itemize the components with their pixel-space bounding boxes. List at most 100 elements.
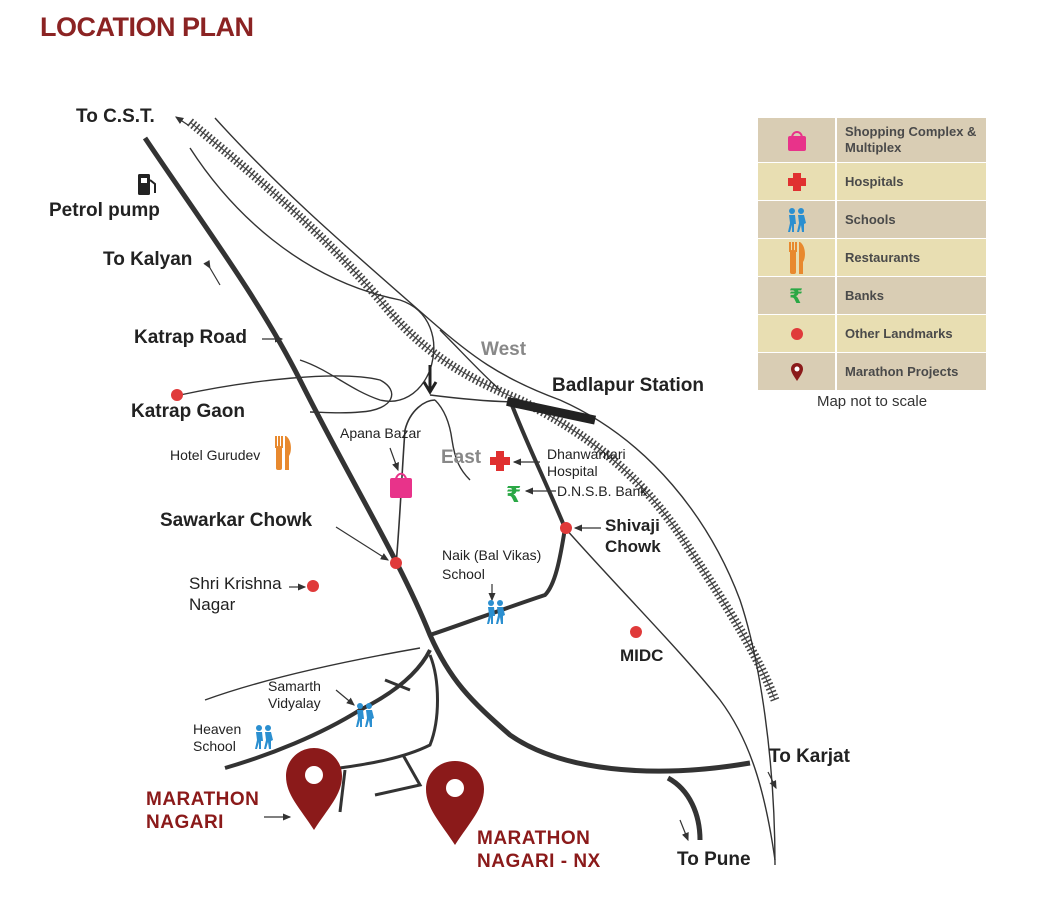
project-name-line1: MARATHON (477, 828, 591, 849)
hotel-gurudev-label: Hotel Gurudev (170, 447, 261, 463)
legend-label-projects: Marathon Projects (845, 363, 959, 379)
samarth-road (204, 647, 421, 701)
legend-label-landmarks: Other Landmarks (845, 325, 953, 341)
samarth-label-2: Vidyalay (268, 695, 321, 711)
school-children-icon (255, 725, 273, 749)
dnsb-bank-label: D.N.S.B. Bank (557, 483, 648, 499)
midc-dot (630, 626, 642, 638)
outer-rail-line (214, 117, 776, 866)
katrap-gaon-dot (171, 389, 183, 401)
hospital-cross-icon (490, 451, 510, 471)
shri-krishna-label-1: Shri Krishna (189, 574, 282, 593)
karjat-road (564, 527, 776, 861)
project-name-line2: NAGARI - NX (477, 851, 601, 872)
legend-label-shopping: Shopping Complex & Multiplex (845, 124, 977, 155)
legend-label-restaurants: Restaurants (845, 249, 921, 265)
to-karjat-label: To Karjat (769, 746, 850, 767)
shri-krishna-dot (307, 580, 319, 592)
sawarkar-chowk-label: Sawarkar Chowk (160, 510, 313, 531)
main-road (142, 136, 751, 774)
scale-note: Map not to scale (816, 393, 928, 410)
school-children-icon (487, 600, 505, 624)
legend-row-landmarks: Other Landmarks (758, 315, 986, 352)
naik-school-label-2: School (442, 566, 485, 582)
nagari-road (339, 654, 439, 770)
apana-bazar-road (395, 399, 436, 566)
heaven-road (224, 649, 432, 770)
project-name-line2: NAGARI (146, 812, 224, 833)
legend-row-shopping: Shopping Complex & Multiplex (758, 118, 986, 162)
legend-label-schools: Schools (845, 211, 896, 227)
fork-knife-icon (275, 436, 291, 470)
heaven-school-label-2: School (193, 738, 236, 754)
east-label: East (441, 447, 482, 468)
legend-icon-cell: ₹ (758, 277, 837, 314)
shopping-bag-icon (787, 131, 806, 151)
dhanwantari-label-2: Hospital (547, 463, 598, 479)
east-bend-road (434, 399, 471, 481)
pointer-arrows (175, 116, 777, 842)
shivaji-chowk-label-2: Chowk (605, 537, 661, 556)
katrap-road-label: Katrap Road (134, 327, 247, 348)
map-pin-icon (426, 761, 484, 845)
petrol-pump-icon (138, 174, 156, 195)
shivaji-chowk-dot (560, 522, 572, 534)
shri-krishna-label-2: Nagar (189, 595, 236, 614)
school-children-icon (787, 207, 806, 232)
legend-row-schools: Schools (758, 201, 986, 238)
legend-icon-cell (758, 118, 837, 162)
nagari-stub-1 (338, 769, 347, 813)
petrol-pump-label: Petrol pump (49, 200, 160, 221)
west-loop-road (189, 147, 435, 402)
legend-row-projects: Marathon Projects (758, 353, 986, 390)
shivaji-chowk-label-1: Shivaji (605, 516, 660, 535)
station-road (429, 399, 568, 637)
legend-icon-cell (758, 315, 837, 352)
station-platform (506, 397, 597, 425)
to-pune-label: To Pune (677, 849, 751, 870)
legend-row-banks: ₹ Banks (758, 277, 986, 314)
landmark-dots (171, 389, 642, 638)
landmark-dot-icon (790, 327, 803, 340)
samarth-label-1: Samarth (268, 678, 321, 694)
legend-icon-cell (758, 201, 837, 238)
marathon-nagari-label: MARATHON NAGARI (146, 788, 259, 834)
heaven-school-label-1: Heaven (193, 721, 242, 737)
project-name-line1: MARATHON (146, 789, 260, 810)
legend-icon-cell (758, 353, 837, 390)
railway-track (187, 118, 780, 702)
shopping-bag-icon (390, 472, 412, 498)
fork-knife-icon (788, 241, 805, 274)
school-children-icon (356, 703, 374, 727)
pune-road (666, 775, 703, 841)
dhanwantari-label-1: Dhanwantari (547, 446, 626, 462)
station-marker-icon (422, 365, 438, 395)
rupee-icon: ₹ (506, 483, 521, 508)
map-pin-icon (286, 748, 342, 830)
legend-icon-cell (758, 239, 837, 276)
hospital-cross-icon (787, 172, 806, 191)
marathon-nagari-nx-label: MARATHON NAGARI - NX (477, 827, 601, 873)
badlapur-station-label: Badlapur Station (552, 375, 705, 396)
to-cst-label: To C.S.T. (76, 106, 155, 127)
nagari-stub-2 (384, 678, 411, 692)
west-link-road (439, 329, 501, 391)
rupee-icon: ₹ (789, 284, 803, 308)
legend-label-banks: Banks (845, 287, 885, 303)
page-title: LOCATION PLAN (40, 12, 254, 42)
legend-row-restaurants: Restaurants (758, 239, 986, 276)
katrap-gaon-road (179, 375, 393, 414)
map-legend: Shopping Complex & Multiplex Hospitals S… (758, 118, 986, 391)
sawarkar-chowk-dot (390, 557, 402, 569)
katrap-gaon-label: Katrap Gaon (131, 401, 246, 422)
svg-text:₹: ₹ (789, 284, 803, 308)
nx-road (374, 754, 423, 797)
naik-school-label-1: Naik (Bal Vikas) (442, 547, 542, 563)
legend-icon-cell (758, 163, 837, 200)
west-label: West (481, 339, 527, 360)
map-pin-icon (790, 362, 803, 381)
apana-bazar-label: Apana Bazar (340, 425, 421, 441)
legend-row-hospitals: Hospitals (758, 163, 986, 200)
to-kalyan-label: To Kalyan (103, 249, 193, 270)
